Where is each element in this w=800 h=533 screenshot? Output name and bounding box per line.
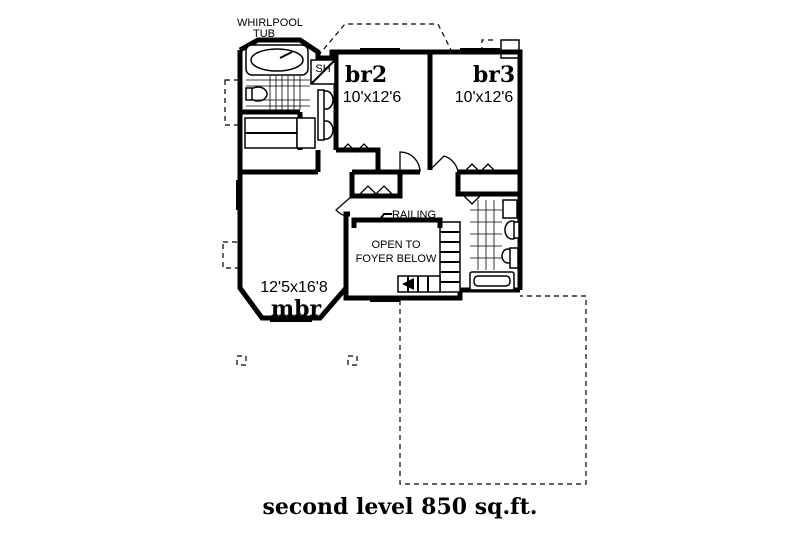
br3-size: 10'x12'6 bbox=[455, 89, 514, 106]
tub-label: TUB bbox=[253, 28, 275, 40]
windows bbox=[236, 48, 500, 322]
master-bath-fixtures bbox=[244, 44, 336, 149]
mbr-size: 12'5x16'8 bbox=[260, 279, 328, 296]
foyer-below-label: FOYER BELOW bbox=[356, 253, 437, 265]
plan-caption: second level 850 sq.ft. bbox=[262, 494, 538, 520]
hall-bath-fixtures bbox=[469, 199, 520, 291]
br3-name: br3 bbox=[473, 62, 515, 88]
shower-label: SH bbox=[315, 63, 330, 75]
whirlpool-label: WHIRLPOOL bbox=[237, 17, 303, 29]
br2-name: br2 bbox=[345, 62, 387, 88]
hall-bath-tile bbox=[470, 200, 502, 270]
doors bbox=[335, 143, 497, 217]
stairs bbox=[351, 213, 461, 293]
railing-label: RAILING bbox=[392, 209, 436, 221]
mbr-name: mbr bbox=[271, 296, 322, 322]
master-bath-tile bbox=[246, 76, 310, 110]
open-to-label: OPEN TO bbox=[371, 239, 421, 251]
br2-size: 10'x12'6 bbox=[343, 89, 402, 106]
